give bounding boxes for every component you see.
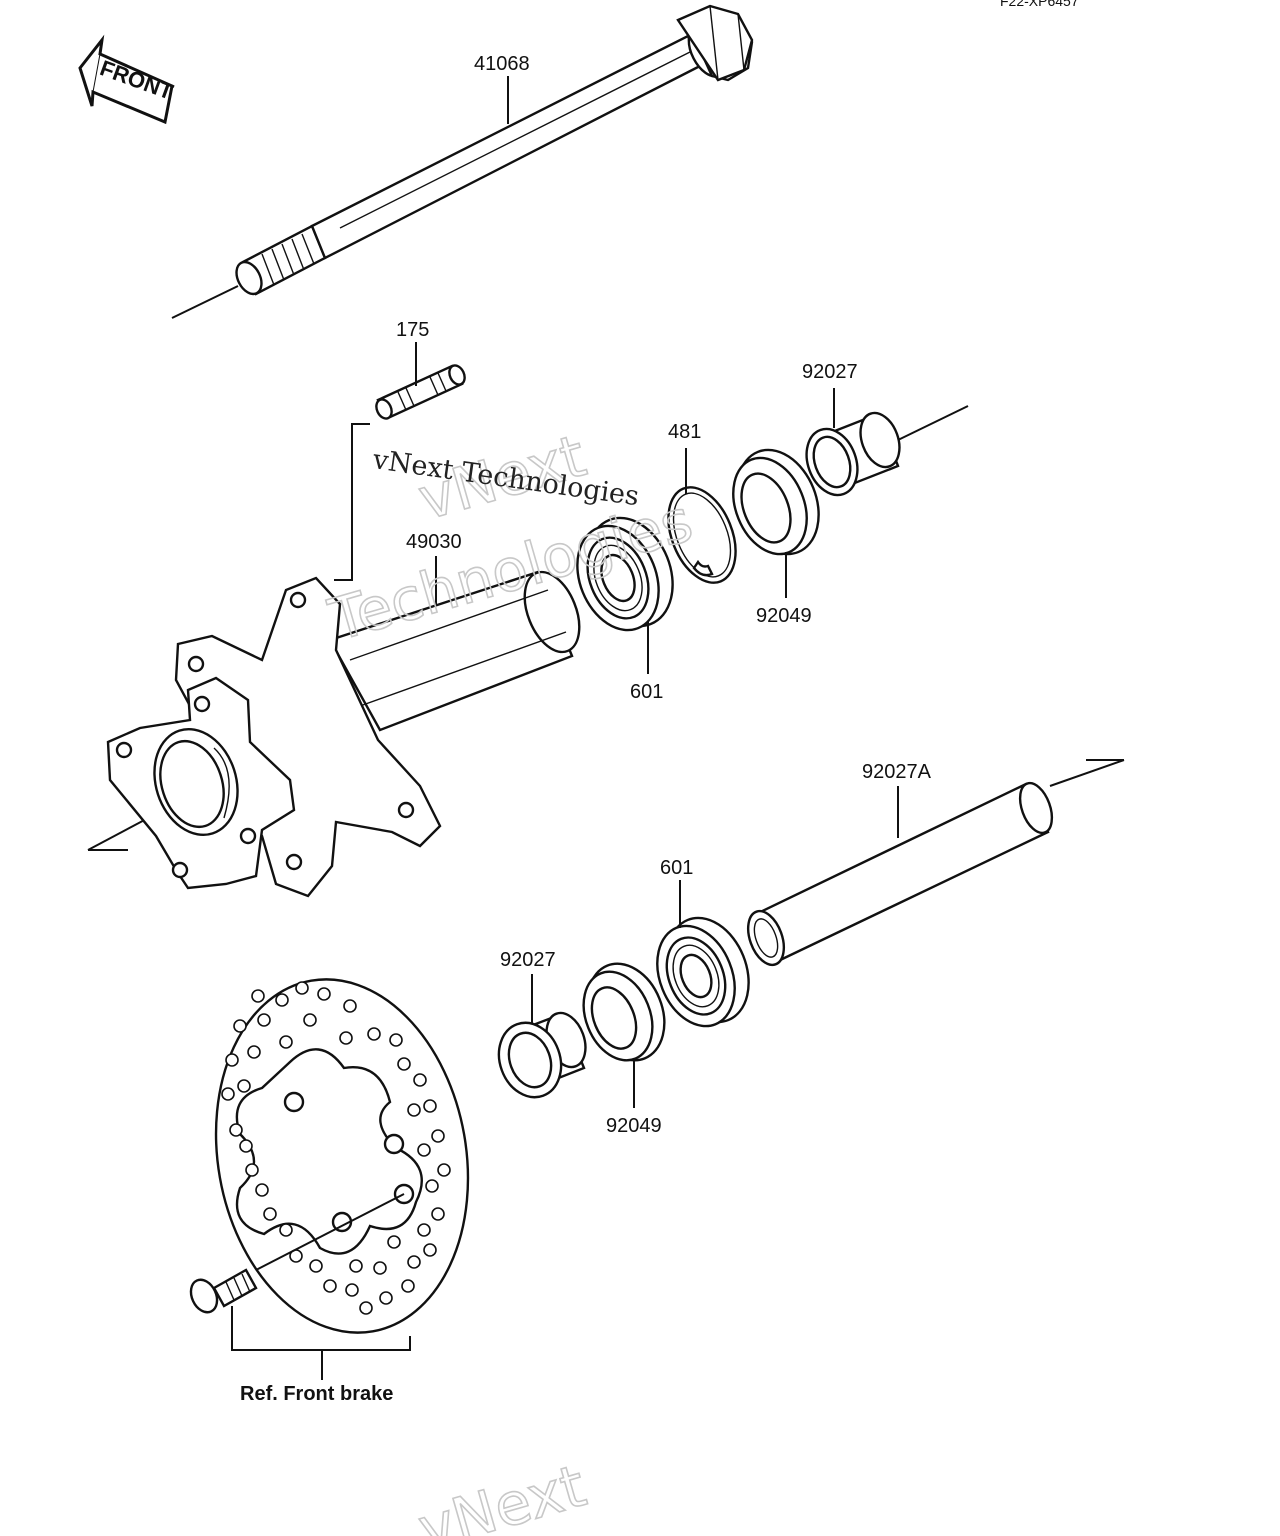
ref-front-brake-label: Ref. Front brake	[240, 1383, 393, 1405]
seal-92049-upper: 92049	[732, 448, 820, 627]
brake-disc	[214, 978, 470, 1334]
bearing-601-upper: 601	[576, 516, 674, 703]
seal-92049-lower: 92049	[582, 962, 666, 1137]
label-41068: 41068	[474, 53, 530, 75]
label-92027-upper: 92027	[802, 361, 858, 383]
disc-bolt	[189, 1193, 405, 1314]
label-601-lower: 601	[660, 857, 693, 879]
ref-front-brake-callout: Ref. Front brake	[231, 1306, 411, 1405]
label-92049-upper: 92049	[756, 605, 812, 627]
label-92027-lower: 92027	[500, 949, 556, 971]
label-92049-lower: 92049	[606, 1115, 662, 1137]
bearing-601-lower: 601	[656, 857, 750, 1028]
stud-175: 175	[334, 319, 466, 581]
label-49030: 49030	[406, 531, 462, 553]
watermark-vnext-bottom: vNext	[411, 1451, 593, 1536]
spacer-92027A: 92027A	[746, 759, 1125, 967]
circlip-481: 481	[667, 421, 737, 584]
hub-49030: 49030	[87, 531, 581, 898]
label-92027A: 92027A	[862, 761, 932, 783]
label-481: 481	[668, 421, 701, 443]
label-601-upper: 601	[630, 681, 663, 703]
collar-92027-lower: 92027	[497, 949, 587, 1099]
label-175: 175	[396, 319, 429, 341]
axle-41068: 41068	[171, 4, 754, 319]
collar-92027-upper: 92027	[802, 361, 969, 497]
front-arrow-icon: FRONT	[78, 34, 177, 125]
drawing-code: F22-XP6457	[1000, 0, 1079, 9]
